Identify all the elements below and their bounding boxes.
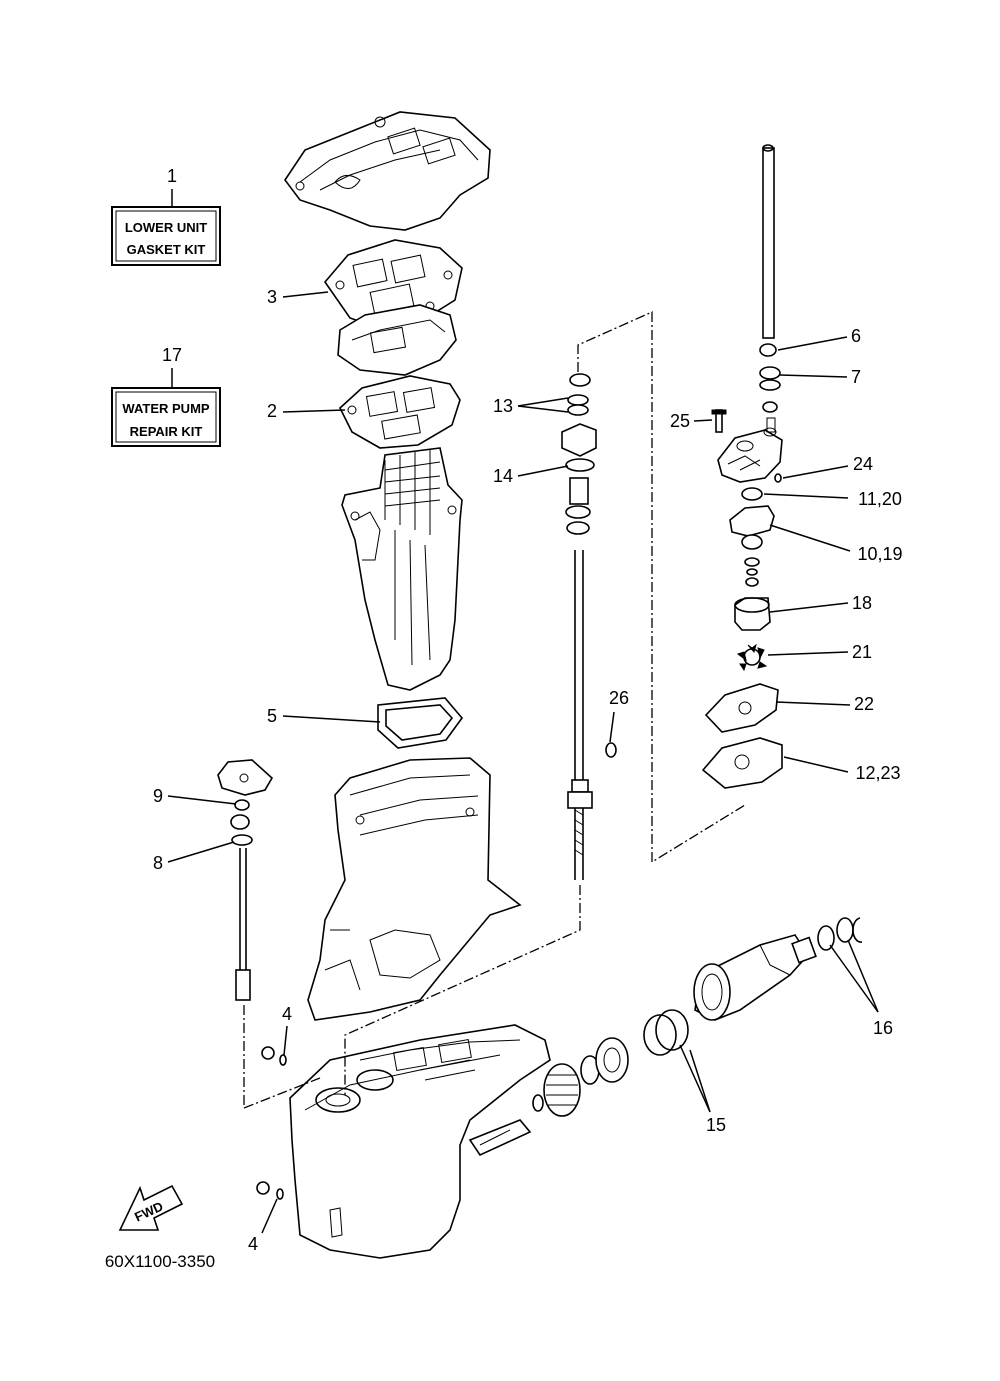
callout-24: 24 bbox=[853, 454, 873, 474]
bolt-4-upper bbox=[261, 1046, 287, 1066]
callout-11-20: 11,20 bbox=[858, 489, 902, 509]
callout-25: 25 bbox=[670, 411, 690, 431]
impeller-housing-18 bbox=[734, 597, 771, 631]
outer-plate-22 bbox=[704, 683, 779, 733]
callout-4-lower: 4 bbox=[248, 1234, 258, 1254]
kit-17-line1: WATER PUMP bbox=[122, 401, 209, 416]
kit-box-lower-unit-gasket[interactable]: 1 LOWER UNIT GASKET KIT bbox=[111, 166, 221, 266]
gasket-2 bbox=[339, 375, 461, 449]
callout-10-19: 10,19 bbox=[857, 544, 902, 564]
callout-15: 15 bbox=[706, 1115, 726, 1135]
callout-17: 17 bbox=[162, 345, 182, 365]
callout-18: 18 bbox=[852, 593, 872, 613]
callout-5: 5 bbox=[267, 706, 277, 726]
callout-21: 21 bbox=[852, 642, 872, 662]
callout-1: 1 bbox=[167, 166, 177, 186]
spacer-plate bbox=[337, 304, 457, 376]
upper-casing bbox=[341, 447, 463, 691]
callout-9: 9 bbox=[153, 786, 163, 806]
callout-7: 7 bbox=[851, 367, 861, 387]
kit-1-line1: LOWER UNIT bbox=[125, 220, 207, 235]
callout-4-upper: 4 bbox=[282, 1004, 292, 1024]
callout-16: 16 bbox=[873, 1018, 893, 1038]
upper-mount-plate bbox=[284, 111, 491, 231]
water-tube bbox=[759, 144, 781, 413]
callout-22: 22 bbox=[854, 694, 874, 714]
exhaust-housing bbox=[307, 757, 522, 1021]
callout-12-23: 12,23 bbox=[855, 763, 900, 783]
pump-housing bbox=[711, 409, 783, 483]
diagram-code: 60X1100-3350 bbox=[105, 1252, 215, 1271]
drive-shaft-assembly bbox=[561, 373, 617, 880]
kit-17-line2: REPAIR KIT bbox=[130, 424, 203, 439]
kit-box-water-pump-repair[interactable]: 17 WATER PUMP REPAIR KIT bbox=[111, 345, 221, 447]
callout-14: 14 bbox=[493, 466, 513, 486]
callout-8: 8 bbox=[153, 853, 163, 873]
gear-case bbox=[289, 1024, 551, 1259]
callout-6: 6 bbox=[851, 326, 861, 346]
callout-2: 2 bbox=[267, 401, 277, 421]
impeller-21 bbox=[736, 643, 768, 672]
fwd-arrow-icon: FWD bbox=[118, 1184, 184, 1231]
callout-26: 26 bbox=[609, 688, 629, 708]
propeller-shaft-housing bbox=[468, 917, 863, 1157]
kit-1-line2: GASKET KIT bbox=[127, 242, 206, 257]
pump-insert-stack bbox=[741, 534, 763, 587]
gasket-10-19 bbox=[729, 505, 775, 537]
gasket-5 bbox=[377, 697, 464, 749]
callout-3: 3 bbox=[267, 287, 277, 307]
shift-rod-assembly bbox=[217, 759, 274, 1108]
callout-13: 13 bbox=[493, 396, 513, 416]
gasket-12-23 bbox=[701, 737, 783, 789]
o-ring-11-20 bbox=[741, 487, 763, 501]
bolt-4-lower bbox=[256, 1181, 284, 1200]
